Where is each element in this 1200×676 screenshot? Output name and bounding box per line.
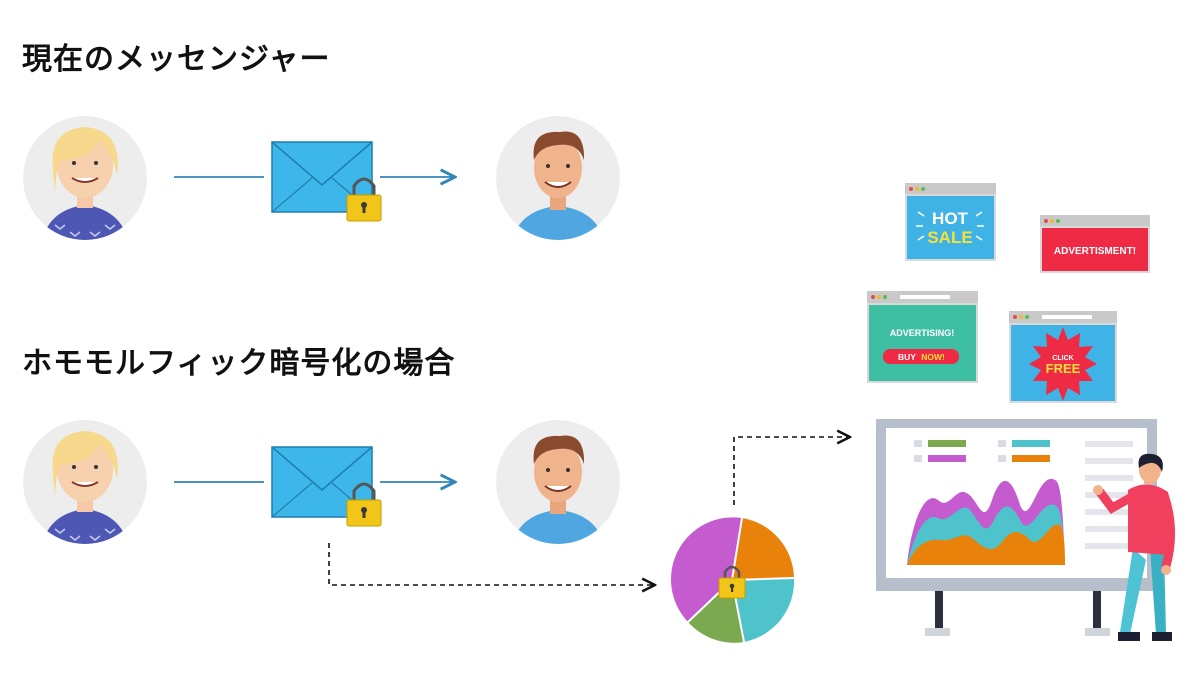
padlock-icon — [346, 482, 382, 527]
ad-free-text: FREE — [1046, 361, 1081, 376]
ad-window-hot-sale: HOT SALE — [905, 183, 996, 261]
ad-sale-text: SALE — [927, 228, 972, 247]
woman-avatar-icon — [23, 116, 147, 240]
woman-avatar-icon — [23, 420, 147, 544]
heading-current-messenger: 現在のメッセンジャー — [22, 42, 331, 77]
buy-now-button — [883, 349, 959, 364]
heading-homomorphic-encryption: ホモモルフィック暗号化の場合 — [22, 346, 456, 381]
dashed-arrow-to-analytics — [733, 437, 850, 505]
man-avatar-icon — [496, 420, 620, 544]
padlock-icon — [346, 177, 382, 222]
ad-click-text: CLICK — [1052, 355, 1073, 362]
ad-window-advertising: ADVERTISING! BUY NOW! — [867, 291, 978, 383]
man-avatar-icon — [496, 116, 620, 240]
padlock-icon — [718, 565, 746, 599]
presentation-board-icon — [876, 419, 1157, 636]
ad-advertisment-text: ADVERTISMENT! — [1054, 246, 1136, 257]
ad-advertising-text: ADVERTISING! — [890, 328, 955, 338]
ad-window-click-free: CLICK FREE — [1009, 311, 1117, 403]
dashed-arrow-to-data — [328, 543, 655, 585]
ad-window-advertisment: ADVERTISMENT! — [1040, 215, 1150, 273]
ad-hot-text: HOT — [932, 209, 969, 228]
starburst-icon — [1029, 327, 1097, 401]
presenter-person-icon — [1093, 453, 1176, 641]
ad-buy-text: BUY — [898, 352, 916, 362]
ad-now-text: NOW! — [921, 352, 945, 362]
